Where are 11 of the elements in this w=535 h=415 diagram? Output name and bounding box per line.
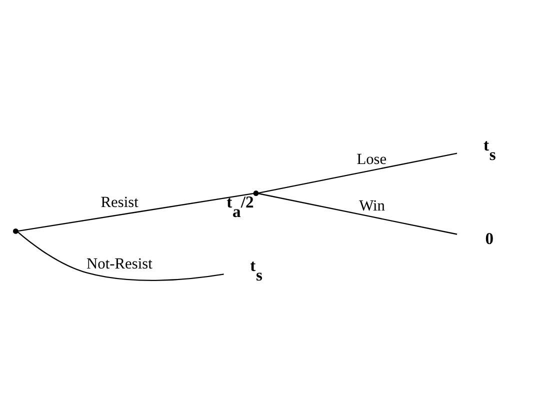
connector bbox=[258, 192, 458, 235]
node-point bbox=[253, 190, 259, 196]
node-text: 0 bbox=[485, 228, 494, 248]
node-point bbox=[12, 228, 18, 234]
edge-label: Resist bbox=[100, 194, 138, 211]
edge-label: Win bbox=[359, 197, 385, 214]
connector bbox=[258, 152, 458, 194]
connector bbox=[18, 192, 254, 232]
edge-label: Not-Resist bbox=[86, 255, 152, 272]
edge-label: Lose bbox=[356, 151, 387, 168]
connector bbox=[17, 232, 224, 281]
